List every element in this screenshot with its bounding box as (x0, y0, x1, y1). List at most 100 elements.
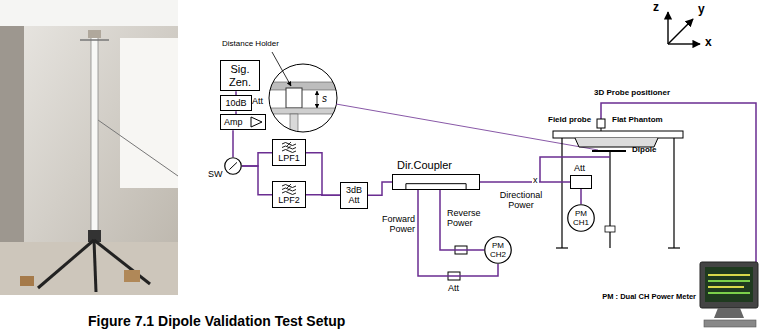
note-label: PM : Dual CH Power Meter (586, 293, 696, 302)
axes-symbol (668, 12, 700, 44)
tripod-photo (94, 240, 96, 292)
node-text: Sig. Zen. (224, 63, 256, 88)
connector (580, 189, 582, 204)
node-text: 3dB (346, 185, 362, 195)
attenuator-box: Att (570, 175, 592, 189)
tripod-photo (0, 0, 178, 295)
distance-holder-inset (272, 52, 291, 86)
computer-monitor (708, 292, 750, 294)
phantom-table (561, 138, 562, 248)
computer-monitor (708, 286, 744, 288)
axes-symbol (667, 12, 668, 44)
signal-generator-box: Sig. Zen. (220, 60, 260, 91)
phantom-table (668, 247, 680, 248)
attenuator-box-outline (571, 176, 591, 188)
power-meter-circle (568, 205, 595, 232)
filter-symbol (287, 142, 291, 146)
computer-monitor (700, 262, 758, 327)
axis-label: y (698, 3, 705, 17)
edge-label: Reverse Power (446, 208, 494, 229)
power-meter-circle (485, 237, 512, 264)
connector (242, 166, 272, 195)
switch-symbol (229, 162, 237, 169)
coupler-symbol (405, 184, 406, 189)
distance-holder-inset (286, 88, 302, 108)
node-text: PM CH1 (570, 209, 592, 227)
switch-circle-outline (224, 157, 242, 175)
field-probe (597, 119, 605, 128)
dimension-label: s (322, 93, 327, 105)
coupler-box: Dir.Coupler (392, 174, 480, 190)
computer-monitor (705, 267, 753, 302)
connector (306, 153, 340, 196)
dipole-symbol (540, 151, 626, 248)
tripod-photo (88, 30, 101, 38)
power-meter-circle: PM CH2 (484, 236, 512, 264)
coupler-symbol (406, 183, 466, 184)
tripod-photo (38, 240, 94, 288)
distance-holder-inset (260, 82, 350, 90)
node-text: LPF2 (278, 195, 300, 205)
part-label: Dipole (632, 145, 656, 154)
coupler-box-outline (393, 175, 479, 189)
phantom-table (556, 247, 568, 248)
distance-holder-inset (269, 64, 337, 132)
edge-label: Forward Power (370, 214, 416, 235)
phantom-table (553, 131, 683, 138)
tripod-photo (0, 0, 178, 26)
axes-symbol (668, 19, 693, 44)
filter-symbol (287, 146, 291, 150)
power-meter-circle: PM CH1 (567, 204, 595, 232)
computer-monitor (714, 308, 744, 318)
filter-symbol (279, 142, 299, 153)
distance-holder-inset (317, 100, 318, 108)
node-text: Att (348, 195, 359, 205)
tripod-photo (120, 38, 178, 188)
junction-label: x (532, 175, 539, 185)
attenuator-box: 3dBAtt (340, 182, 368, 209)
tripod-photo (0, 242, 178, 295)
filter-box: LPF1 (272, 139, 306, 166)
tripod-photo (94, 240, 150, 284)
tripod-photo (20, 276, 34, 286)
small-attenuators (448, 246, 467, 280)
heading-label: Dir.Coupler (397, 159, 452, 172)
filter-symbol (287, 188, 291, 192)
connector (242, 153, 272, 166)
dipole-symbol (609, 151, 610, 248)
node-text: LPF1 (278, 153, 300, 163)
tripod-photo (80, 39, 109, 41)
connector (306, 194, 340, 196)
switch-circle: SW (224, 157, 242, 175)
heading-label: Att (574, 163, 585, 173)
tripod-photo (124, 270, 140, 282)
axis-label: x (705, 36, 712, 50)
connector (232, 130, 234, 157)
part-label: 3D Probe positioner (594, 88, 670, 97)
computer-monitor (708, 274, 750, 276)
axis-label: z (653, 1, 659, 15)
connector (418, 190, 498, 276)
phantom-table (553, 131, 683, 248)
distance-holder-inset (317, 91, 318, 100)
heading-label: SW (208, 169, 223, 179)
field-probe (601, 103, 756, 262)
phantom-table (673, 138, 674, 248)
node-text: Amp (224, 117, 243, 127)
filter-symbol (282, 185, 296, 188)
coupler-symbol (466, 184, 467, 189)
filter-symbol (287, 184, 291, 188)
computer-monitor (700, 262, 758, 308)
part-label: Flat Phantom (612, 115, 663, 124)
distance-holder-inset (290, 114, 298, 138)
tripod-photo (98, 120, 178, 176)
computer-monitor (708, 280, 750, 282)
switch-circle (225, 158, 242, 175)
amplifier-symbol (251, 117, 262, 127)
field-probe (601, 128, 602, 131)
figure-caption: Figure 7.1 Dipole Validation Test Setup (88, 313, 345, 329)
